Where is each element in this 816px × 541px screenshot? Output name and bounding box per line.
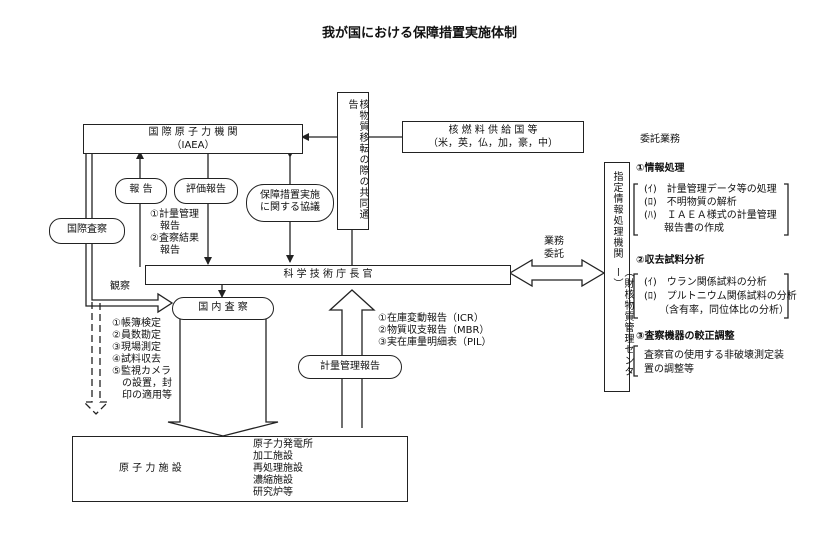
bracket-sec2-right (784, 273, 789, 319)
evaluation-label: 評価報告 (186, 184, 226, 195)
accounting-report-label: 計量管理報告 (320, 361, 380, 372)
bracket-sec1-right (784, 183, 789, 236)
inspection-item: 印の適用等 (112, 390, 172, 401)
sec2-items: (ｲ) ウラン関係試料の分析 (ﾛ) プルトニウム関係試料の分析 （含有率，同位… (644, 276, 797, 318)
facility-item: 研究炉等 (253, 487, 293, 498)
fuel-supplier-box: 核 燃 料 供 給 国 等 （米，英，仏，加，豪，中） (402, 121, 584, 153)
facility-item: 再処理施設 (253, 463, 303, 474)
sec1-item: 報告書の作成 (644, 223, 724, 234)
agreement-line1: 保障措置実施 (260, 190, 320, 201)
contract-label-line2: 委託 (544, 249, 564, 260)
sec1-items: (ｲ) 計量管理データ等の処理 (ﾛ) 不明物質の解析 (ﾊ) ＩＡＥＡ様式の計… (644, 183, 777, 235)
page-title: 我が国における保障措置実施体制 (322, 26, 518, 41)
accounting-item: ③実在庫量明細表（PIL） (378, 337, 492, 348)
sec2-item: (ﾛ) プルトニウム関係試料の分析 (644, 291, 797, 302)
iaea-item: 報告 (150, 221, 180, 232)
facility-item: 加工施設 (253, 451, 293, 462)
iaea-item: 報告 (150, 245, 180, 256)
fuel-supplier-name: 核 燃 料 供 給 国 等 (448, 125, 538, 136)
report-label: 報 告 (129, 184, 153, 195)
iaea-name: 国 際 原 子 力 機 関 (148, 127, 238, 138)
arrow-domestic-to-facility (167, 318, 279, 437)
center-sub: （財核物質管理センター） (611, 267, 633, 377)
contract-label-line1: 業務 (544, 236, 564, 247)
arrow-observation-dashed (82, 302, 110, 415)
report-pill: 報 告 (115, 178, 167, 204)
accounting-report-pill: 計量管理報告 (298, 355, 402, 379)
fuel-supplier-countries: （米，英，仏，加，豪，中） (428, 138, 558, 149)
iaea-item: ②査察結果 (150, 233, 199, 244)
center-box: 指定情報処理機関 （財核物質管理センター） (604, 162, 633, 392)
agreement-line2: に関する協議 (260, 202, 320, 213)
sec1-item: (ｲ) 計量管理データ等の処理 (644, 184, 777, 195)
facility-box: 原 子 力 施 設 原子力発電所 加工施設 再処理施設 濃縮施設 研究炉等 (72, 436, 408, 502)
observation-label: 観察 (110, 281, 130, 292)
sec1-item: (ﾊ) ＩＡＥＡ様式の計量管理 (644, 210, 777, 221)
inspection-item: の設置，封 (112, 378, 172, 389)
arrow-contract (508, 258, 606, 288)
joint-notice-text: 核物質移転の際の共同通告 (346, 99, 368, 220)
accounting-item: ②物質収支報告（MBR） (378, 325, 490, 336)
iaea-abbrev: （IAEA） (171, 140, 215, 151)
inspection-item: ③現場測定 (112, 342, 161, 353)
entrusted-title: 委託業務 (640, 134, 680, 145)
facility-item: 濃縮施設 (253, 475, 293, 486)
domestic-inspection-label: 国 内 査 察 (198, 302, 248, 313)
domestic-inspection-pill: 国 内 査 察 (172, 297, 274, 320)
iaea-box: 国 際 原 子 力 機 関 （IAEA） (83, 124, 303, 154)
accounting-item: ①在庫変動報告（ICR） (378, 313, 484, 324)
sec3-items: 査察官の使用する非破壊測定装 置の調整等 (644, 349, 784, 377)
inspection-item: ⑤監視カメラ (112, 366, 171, 377)
intl-inspection-label: 国際査察 (67, 224, 107, 235)
sec3-item: 置の調整等 (644, 364, 694, 375)
inspection-item: ①帳簿検定 (112, 318, 161, 329)
joint-notice-box: 核物質移転の際の共同通告 (337, 92, 369, 230)
bracket-sec1-left (633, 183, 638, 236)
sec1-title: ①情報処理 (636, 163, 685, 174)
intl-inspection-pill: 国際査察 (49, 218, 125, 244)
accounting-items: ①在庫変動報告（ICR） ②物質収支報告（MBR） ③実在庫量明細表（PIL） (378, 313, 492, 349)
bracket-sec3-left (633, 345, 638, 377)
agreement-pill: 保障措置実施 に関する協議 (246, 184, 334, 222)
inspection-item: ②員数勘定 (112, 330, 161, 341)
arrow-accounting-up (328, 289, 376, 428)
inspection-item: ④試料収去 (112, 354, 161, 365)
agency-label: 科 学 技 術 庁 長 官 (283, 269, 373, 280)
sec3-title: ③査察機器の較正調整 (636, 331, 735, 342)
evaluation-pill: 評価報告 (174, 178, 238, 204)
iaea-item: ①計量管理 (150, 209, 199, 220)
facility-label: 原 子 力 施 設 (119, 463, 182, 474)
sec3-item: 査察官の使用する非破壊測定装 (644, 350, 784, 361)
bracket-sec2-left (633, 273, 638, 319)
sec2-title: ②収去試料分析 (636, 255, 705, 266)
sec1-item: (ﾛ) 不明物質の解析 (644, 197, 737, 208)
sec2-item: (ｲ) ウラン関係試料の分析 (644, 277, 767, 288)
agency-box: 科 学 技 術 庁 長 官 (145, 265, 511, 285)
inspection-items: ①帳簿検定 ②員数勘定 ③現場測定 ④試料収去 ⑤監視カメラ の設置，封 印の適… (112, 318, 172, 402)
iaea-report-items: ①計量管理 報告 ②査察結果 報告 (150, 209, 199, 257)
center-main: 指定情報処理機関 (611, 171, 622, 259)
sec2-item: （含有率，同位体比の分析） (644, 305, 789, 316)
facility-item: 原子力発電所 (253, 439, 313, 450)
facility-list: 原子力発電所 加工施設 再処理施設 濃縮施設 研究炉等 (253, 439, 313, 499)
